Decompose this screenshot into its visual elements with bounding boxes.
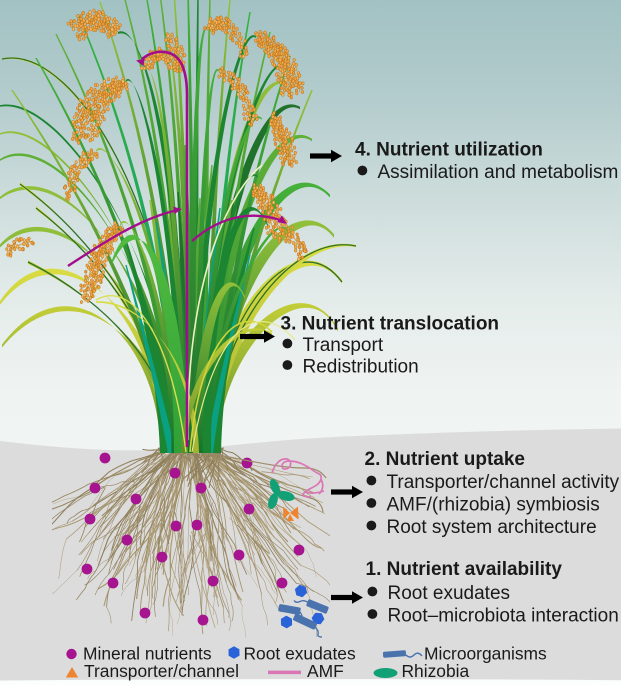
svg-text:Transporter/channel: Transporter/channel: [84, 661, 239, 681]
svg-text:Rhizobia: Rhizobia: [402, 661, 470, 681]
svg-text:AMF: AMF: [307, 661, 344, 681]
svg-text:Mineral nutrients: Mineral nutrients: [83, 644, 212, 664]
svg-text:4. Nutrient utilization: 4. Nutrient utilization: [355, 140, 543, 161]
svg-text:Root system architecture: Root system architecture: [387, 517, 597, 538]
svg-text:Root exudates: Root exudates: [388, 583, 511, 604]
svg-text:Root exudates: Root exudates: [244, 644, 356, 664]
svg-text:Transporter/channel activity: Transporter/channel activity: [387, 472, 620, 493]
svg-text:1. Nutrient availability: 1. Nutrient availability: [366, 559, 563, 580]
svg-text:AMF/(rhizobia) symbiosis: AMF/(rhizobia) symbiosis: [387, 495, 600, 516]
svg-text:Transport: Transport: [303, 335, 384, 356]
svg-text:Microorganisms: Microorganisms: [424, 644, 547, 664]
svg-text:Redistribution: Redistribution: [303, 357, 419, 378]
svg-text:Root–microbiota interaction: Root–microbiota interaction: [388, 606, 619, 627]
svg-text:2. Nutrient uptake: 2. Nutrient uptake: [365, 449, 525, 470]
svg-text:3. Nutrient translocation: 3. Nutrient translocation: [281, 314, 500, 335]
svg-text:Assimilation and metabolism: Assimilation and metabolism: [378, 162, 619, 183]
